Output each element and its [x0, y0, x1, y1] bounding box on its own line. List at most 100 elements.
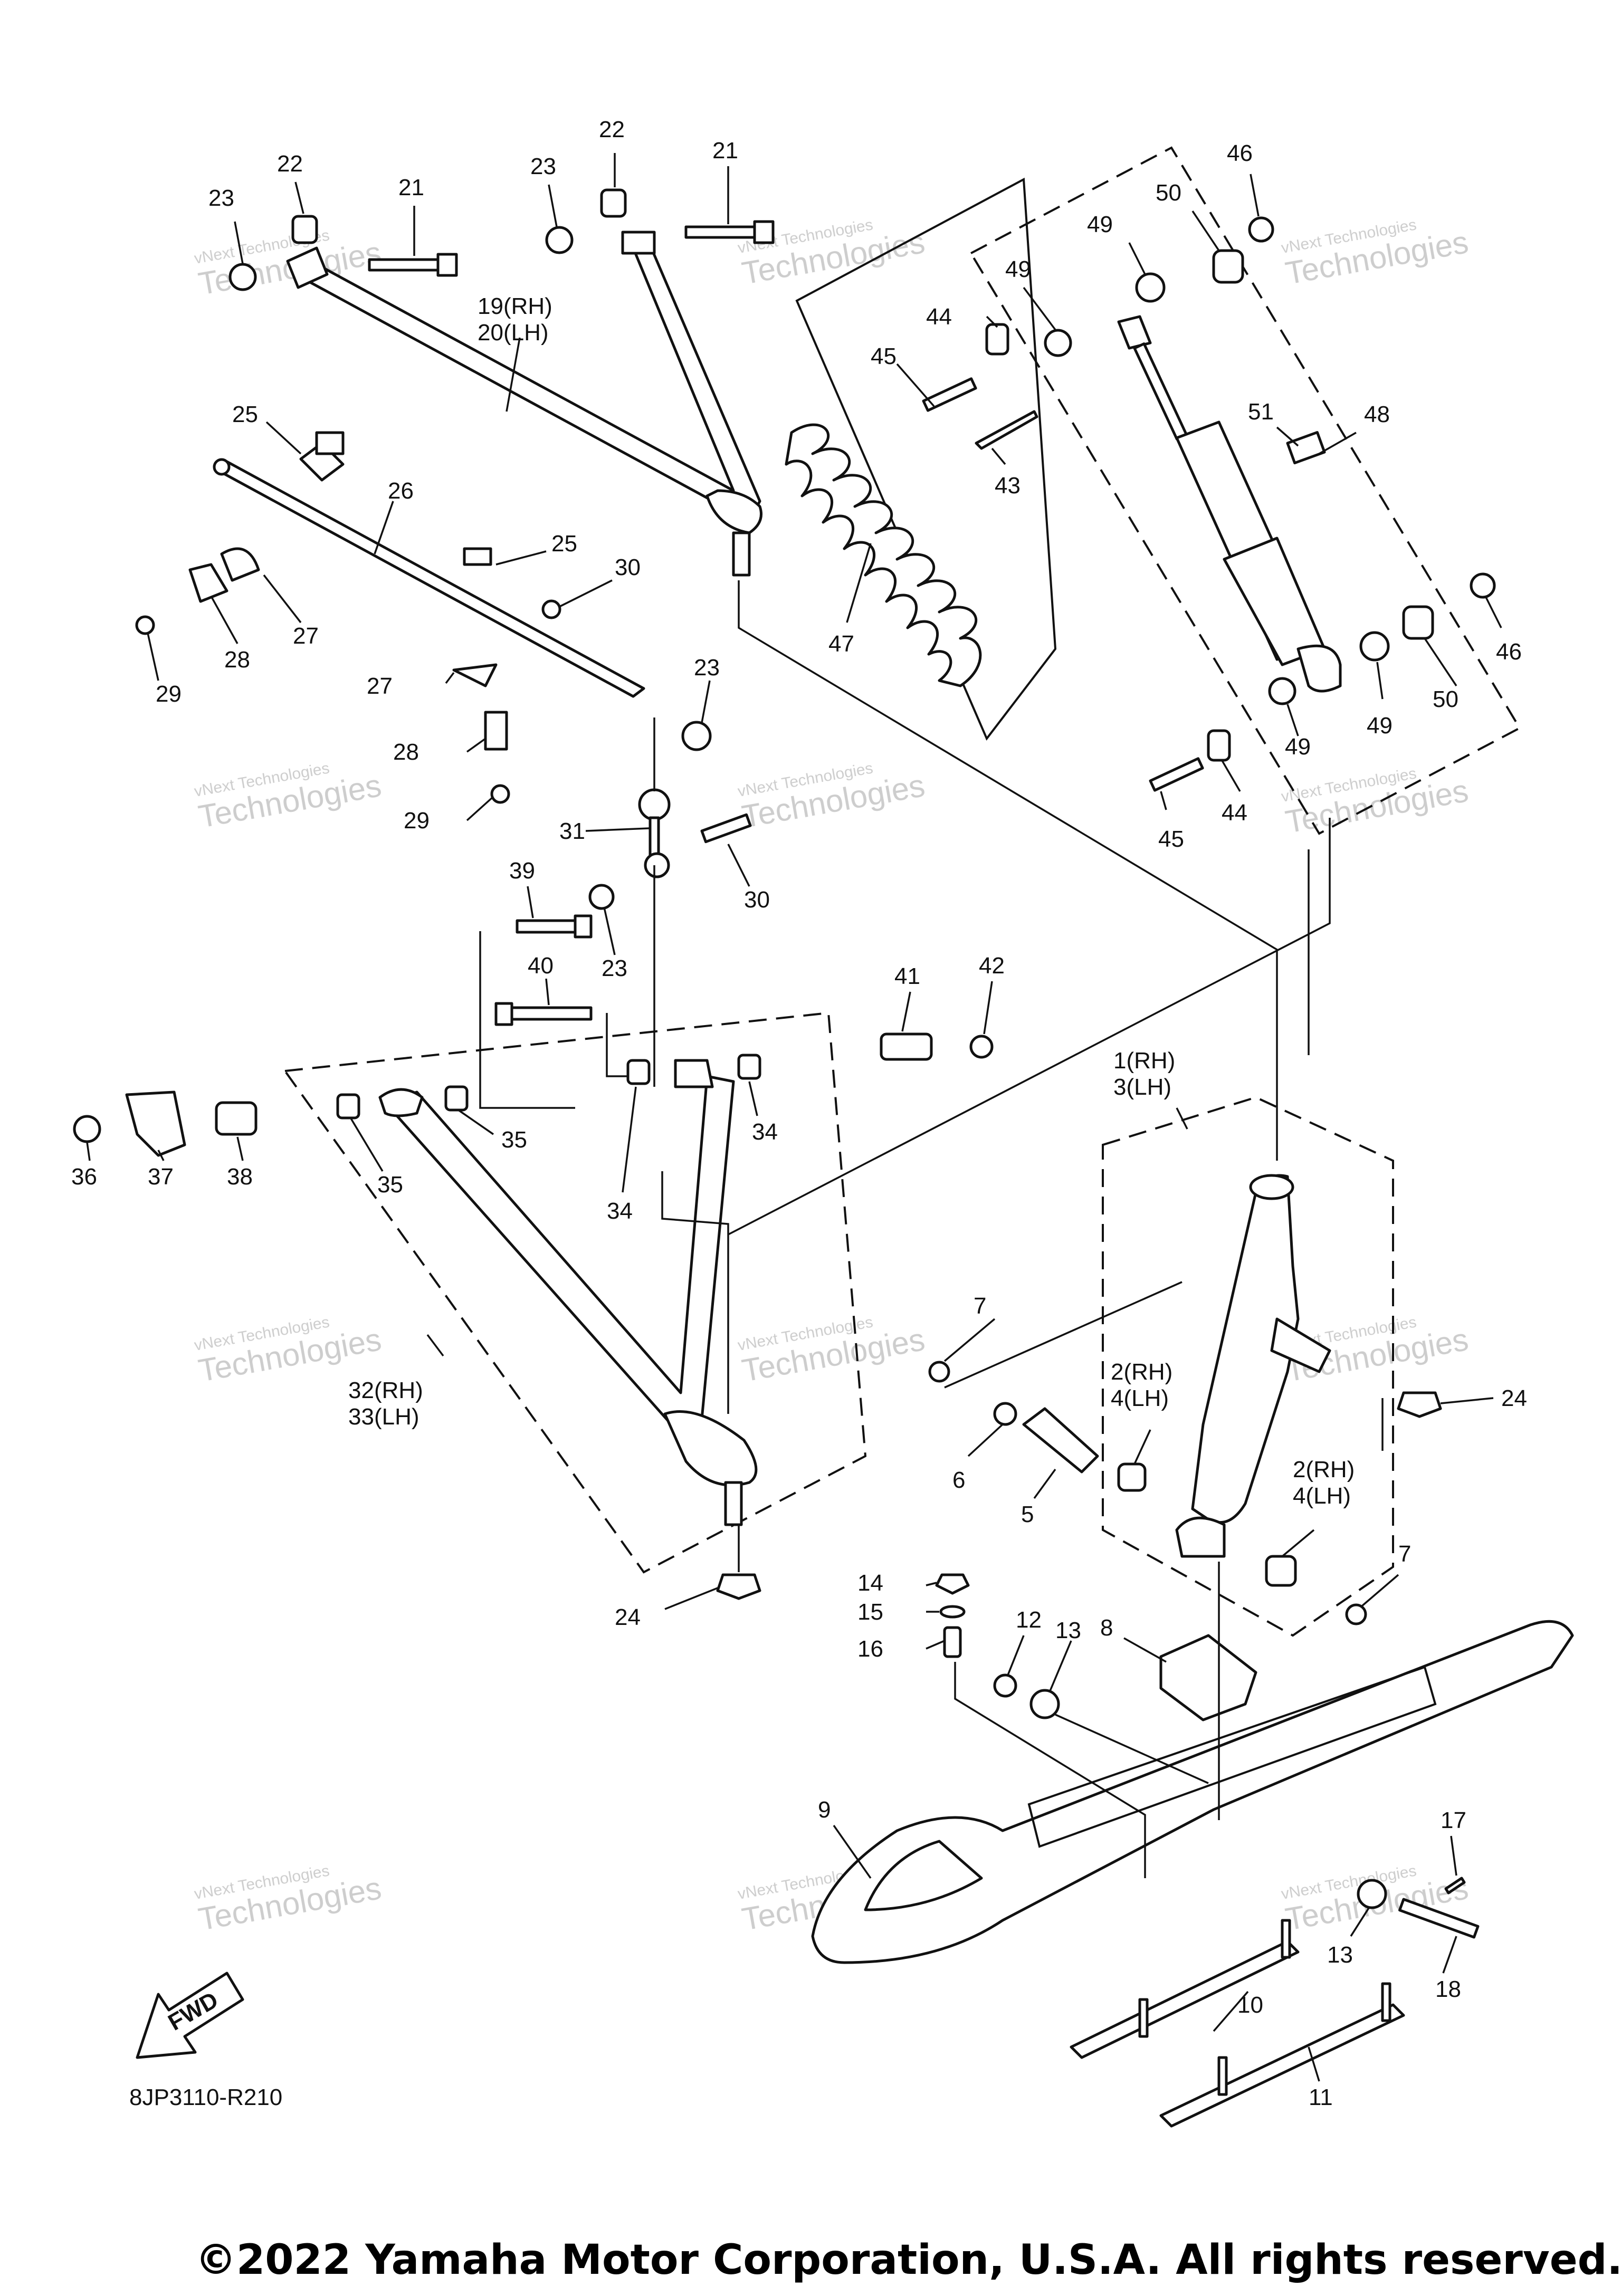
sway-link: [588, 788, 752, 910]
washer-49a: [1135, 272, 1166, 303]
watermark: vNext Technologies Technologies: [193, 1862, 384, 1937]
steering-spindle: [1175, 1174, 1331, 1558]
washer-15: [939, 1605, 966, 1619]
callout-29: 29: [156, 681, 182, 707]
copyright-notice: ©2022 Yamaha Motor Corporation, U.S.A. A…: [195, 2236, 1621, 2284]
sway-bar-brackets: [135, 431, 561, 804]
callout-35: 35: [501, 1127, 527, 1153]
wear-bars: [1070, 1919, 1405, 2128]
bracket-37: [125, 1090, 186, 1157]
sway-bar: [213, 458, 712, 751]
callout-23: 23: [530, 154, 556, 179]
nut-23b: [545, 226, 574, 254]
nut-46a: [1248, 216, 1274, 243]
callout-30: 30: [615, 554, 641, 580]
callout-42: 42: [979, 953, 1005, 979]
group-outlines: [283, 146, 1521, 1637]
callout-11: 11: [1309, 2084, 1333, 2110]
wear-bar-11: [1159, 2003, 1405, 2128]
callout-10: 10: [1237, 1992, 1263, 2018]
cotter-pin-17: [1444, 1877, 1466, 1895]
callout-3-lh: 3(LH): [1113, 1074, 1171, 1100]
callout-2-rh: 2(RH): [1111, 1359, 1172, 1385]
callout-50: 50: [1156, 180, 1181, 206]
fwd-arrow: FWD: [136, 1972, 244, 2059]
lower-arm-group-outline: [283, 1011, 867, 1574]
callout-49: 49: [1087, 212, 1113, 237]
wear-bar-10: [1070, 1940, 1300, 2059]
callout-36: 36: [71, 1164, 97, 1190]
callout-26: 26: [388, 478, 414, 504]
callout-46: 46: [1496, 639, 1522, 665]
callout-45: 45: [871, 343, 897, 369]
callout-46: 46: [1227, 140, 1253, 166]
callout-23: 23: [602, 955, 627, 981]
callout-leaders: [86, 153, 1502, 2082]
bolt-39-head: [574, 914, 593, 939]
ski-hardware: [935, 1573, 1480, 1939]
callout-25: 25: [232, 401, 258, 427]
callout-49: 49: [1285, 734, 1311, 760]
callout-27: 27: [293, 623, 319, 649]
callout-45: 45: [1158, 826, 1184, 852]
bushing-34b: [737, 1054, 761, 1080]
callout-7: 7: [1398, 1541, 1411, 1567]
callout-34: 34: [752, 1119, 778, 1145]
callout-41: 41: [894, 963, 920, 989]
callout-16: 16: [857, 1636, 883, 1662]
watermark: vNext Technologies Technologies: [193, 1313, 384, 1389]
callout-21: 21: [712, 138, 738, 164]
screw-29a: [135, 615, 155, 635]
lower-a-arm: [378, 1059, 758, 1526]
collar-44b: [1207, 729, 1231, 762]
callout-44: 44: [926, 304, 952, 330]
callout-34: 34: [607, 1198, 633, 1224]
nut-24b: [1397, 1391, 1442, 1418]
callout-25: 25: [551, 531, 577, 557]
callout-7: 7: [974, 1293, 986, 1319]
callout-31: 31: [559, 818, 585, 844]
bolt-45a: [922, 377, 977, 412]
callout-50: 50: [1433, 686, 1458, 712]
callout-1-rh: 1(RH): [1113, 1048, 1175, 1074]
callout-4-lh: 4(LH): [1293, 1483, 1351, 1509]
bolt-40-head: [494, 1002, 513, 1026]
bolt-21b: [684, 225, 756, 239]
coil-spring: [785, 423, 982, 687]
upper-a-arm: [286, 231, 762, 577]
screw-29b: [490, 784, 510, 804]
callout-14: 14: [857, 1570, 883, 1596]
nut-46b: [1470, 572, 1496, 599]
callout-22: 22: [599, 117, 625, 142]
washer-49b: [1044, 329, 1072, 357]
washer-7b: [1345, 1603, 1367, 1625]
callout-12: 12: [1016, 1607, 1042, 1633]
callout-43: 43: [995, 473, 1021, 499]
callout-39: 39: [509, 858, 535, 884]
lower-arm-hardware: [73, 914, 994, 1600]
bushing-34a: [626, 1059, 651, 1085]
bushing-35a: [336, 1093, 360, 1120]
pin-43: [975, 410, 1038, 450]
callout-4-lh: 4(LH): [1111, 1385, 1169, 1411]
watermark: vNext Technologies Technologies: [736, 759, 927, 835]
bushing-35b: [444, 1085, 469, 1112]
tube-5: [1022, 1407, 1099, 1474]
watermark: vNext Technologies Technologies: [1280, 216, 1471, 291]
callout-21: 21: [398, 175, 424, 200]
bolt-21a-head: [436, 253, 458, 277]
nut-23d: [588, 884, 615, 910]
shock-group-outline: [969, 146, 1521, 835]
callout-44: 44: [1222, 800, 1247, 826]
watermark: vNext Technologies Technologies: [736, 216, 927, 291]
bushing-2-4b: [1265, 1555, 1297, 1587]
watermark: vNext Technologies Technologies: [193, 759, 384, 835]
bolt-45b: [1149, 757, 1204, 792]
collar-44a: [985, 323, 1009, 356]
bushing-2-4a: [1117, 1462, 1147, 1492]
bolt-21b-head: [753, 220, 775, 244]
callout-17: 17: [1441, 1807, 1466, 1833]
spindle-group-outline: [1102, 1096, 1394, 1637]
nut-12: [993, 1673, 1017, 1698]
callout-19-rh: 19(RH): [478, 293, 552, 319]
